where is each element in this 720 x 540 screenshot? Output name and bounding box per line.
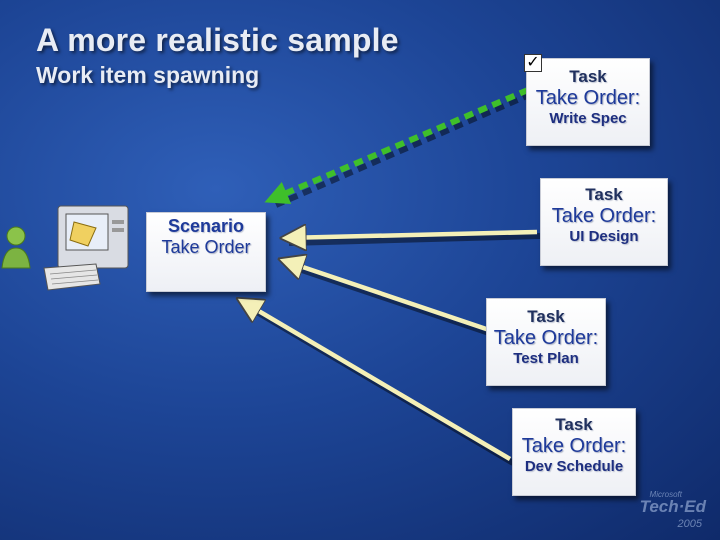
task-detail: Write Spec	[527, 110, 649, 127]
task-kind: Task	[527, 67, 649, 87]
task-kind: Task	[487, 307, 605, 327]
task-card-test-plan[interactable]: Task Take Order: Test Plan	[486, 298, 606, 386]
task-kind: Task	[513, 415, 635, 435]
task-card-write-spec[interactable]: Task Take Order: Write Spec	[526, 58, 650, 146]
task-card-ui-design[interactable]: Task Take Order: UI Design	[540, 178, 668, 266]
scenario-card[interactable]: Scenario Take Order	[146, 212, 266, 292]
task-name: Take Order:	[541, 205, 667, 228]
task-name: Take Order:	[487, 327, 605, 350]
scenario-name: Take Order	[147, 237, 265, 258]
scenario-kind: Scenario	[147, 216, 265, 237]
task-name: Take Order:	[513, 435, 635, 458]
arrow-test-plan	[282, 260, 507, 336]
task-detail: UI Design	[541, 228, 667, 245]
task-kind: Task	[541, 185, 667, 205]
logo-line2: Tech·Ed	[640, 497, 706, 517]
logo-line3: 2005	[678, 518, 702, 530]
teched-logo: Microsoft Tech·Ed 2005	[632, 490, 710, 534]
check-icon[interactable]: ✓	[524, 54, 542, 72]
task-card-dev-schedule[interactable]: Task Take Order: Dev Schedule	[512, 408, 636, 496]
task-detail: Dev Schedule	[513, 458, 635, 475]
task-detail: Test Plan	[487, 350, 605, 367]
task-name: Take Order:	[527, 87, 649, 110]
dashed-arrow-write-spec	[270, 84, 542, 200]
